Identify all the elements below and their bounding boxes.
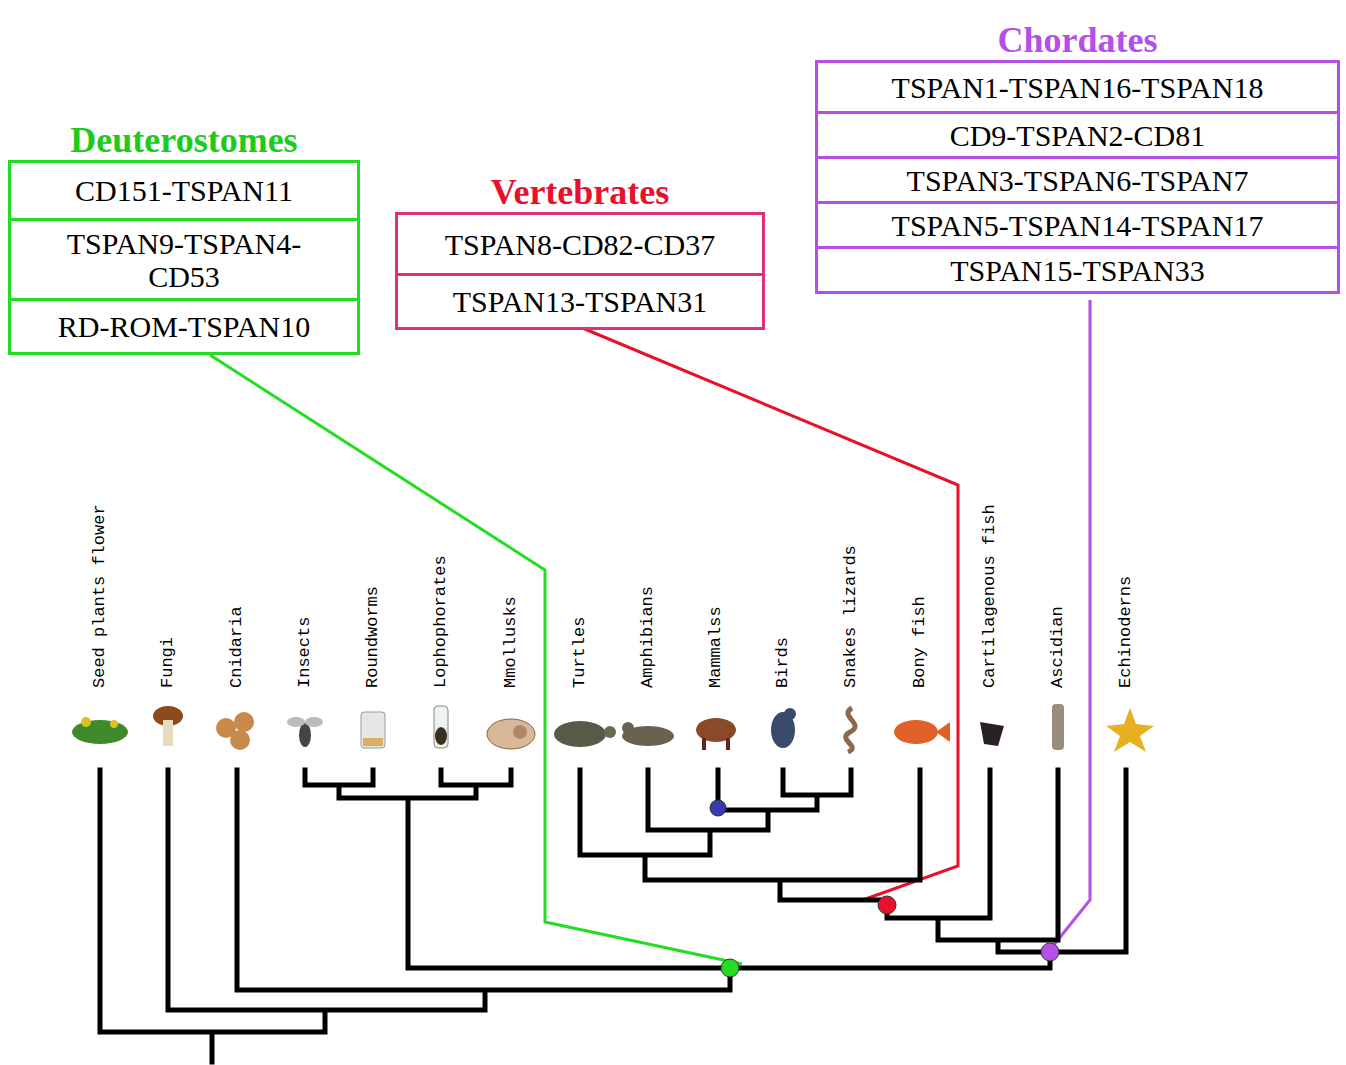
taxon-label: Roundworms: [362, 586, 384, 688]
shell-icon: [487, 719, 535, 749]
ray-icon: [980, 722, 1004, 746]
bird-icon: [771, 708, 796, 748]
family-text: RD-ROM-TSPAN10: [58, 310, 310, 343]
group-heading: Vertebrates: [358, 171, 802, 213]
family-text: TSPAN5-TSPAN14-TSPAN17: [892, 209, 1264, 242]
node-dot: [721, 959, 739, 977]
taxon-icons: [72, 704, 1154, 752]
family-text: TSPAN15-TSPAN33: [950, 254, 1205, 287]
taxon-label: Lophophorates: [430, 555, 452, 688]
group-heading: Deuterostomes: [0, 119, 397, 161]
family-row: RD-ROM-TSPAN10: [11, 298, 357, 352]
group-box: ChordatesTSPAN1-TSPAN16-TSPAN18CD9-TSPAN…: [815, 60, 1340, 294]
tube-icon: [434, 706, 448, 748]
node-dots: [710, 800, 1059, 977]
family-text: TSPAN8-CD82-CD37: [445, 228, 716, 261]
frog-icon: [622, 722, 674, 746]
leader-line: [210, 355, 742, 964]
taxon-label: Ascidian: [1047, 606, 1069, 688]
starfish-icon: [1106, 708, 1154, 752]
family-text: CD151-TSPAN11: [75, 174, 293, 207]
jar-icon: [361, 712, 385, 748]
taxon-label: Mmollusks: [500, 596, 522, 688]
node-dot: [1041, 943, 1059, 961]
taxon-label: Fungi: [157, 637, 179, 688]
taxon-label: Amphibians: [637, 586, 659, 688]
taxon-label: Bony fish: [909, 596, 931, 688]
mammal-icon: [696, 718, 736, 750]
family-text: TSPAN9-TSPAN4- CD53: [44, 227, 324, 293]
family-row: TSPAN15-TSPAN33: [818, 246, 1337, 291]
ascidian-icon: [1052, 704, 1064, 750]
branch-lines: [100, 770, 1126, 1062]
family-row: CD151-TSPAN11: [11, 163, 357, 218]
group-heading: Chordates: [778, 19, 1346, 61]
snake-icon: [846, 708, 855, 752]
node-dot: [710, 800, 726, 816]
family-text: TSPAN3-TSPAN6-TSPAN7: [907, 164, 1249, 197]
family-text: TSPAN13-TSPAN31: [453, 285, 708, 318]
family-row: TSPAN13-TSPAN31: [398, 273, 762, 327]
family-row: TSPAN5-TSPAN14-TSPAN17: [818, 201, 1337, 246]
family-row: CD9-TSPAN2-CD81: [818, 111, 1337, 156]
leader-lines: [210, 300, 1090, 964]
fish-icon: [894, 720, 950, 744]
cnidaria-icon: [216, 712, 254, 750]
family-row: TSPAN8-CD82-CD37: [398, 215, 762, 273]
taxon-label: Turtles: [569, 617, 591, 688]
taxon-label: Cartilagenous fish: [979, 504, 1001, 688]
taxon-label: Mammalss: [705, 606, 727, 688]
taxon-label: Birds: [772, 637, 794, 688]
tree-branches: [100, 770, 1126, 1062]
family-row: TSPAN1-TSPAN16-TSPAN18: [818, 63, 1337, 111]
taxon-label: Echinoderns: [1115, 576, 1137, 688]
family-row: TSPAN9-TSPAN4- CD53: [11, 218, 357, 298]
family-row: TSPAN3-TSPAN6-TSPAN7: [818, 156, 1337, 201]
taxon-label: Snakes lizards: [840, 545, 862, 688]
taxon-label: Seed plants flower: [89, 504, 111, 688]
family-text: TSPAN1-TSPAN16-TSPAN18: [892, 71, 1264, 104]
family-text: CD9-TSPAN2-CD81: [950, 119, 1206, 152]
node-dot: [878, 896, 896, 914]
insect-icon: [287, 717, 323, 747]
taxon-label: Cnidaria: [226, 606, 248, 688]
taxon-label: Insects: [294, 617, 316, 688]
mushroom-icon: [153, 706, 183, 746]
group-box: DeuterostomesCD151-TSPAN11TSPAN9-TSPAN4-…: [8, 160, 360, 355]
plant-icon: [72, 717, 128, 744]
turtle-icon: [554, 721, 616, 747]
group-box: VertebratesTSPAN8-CD82-CD37TSPAN13-TSPAN…: [395, 212, 765, 330]
